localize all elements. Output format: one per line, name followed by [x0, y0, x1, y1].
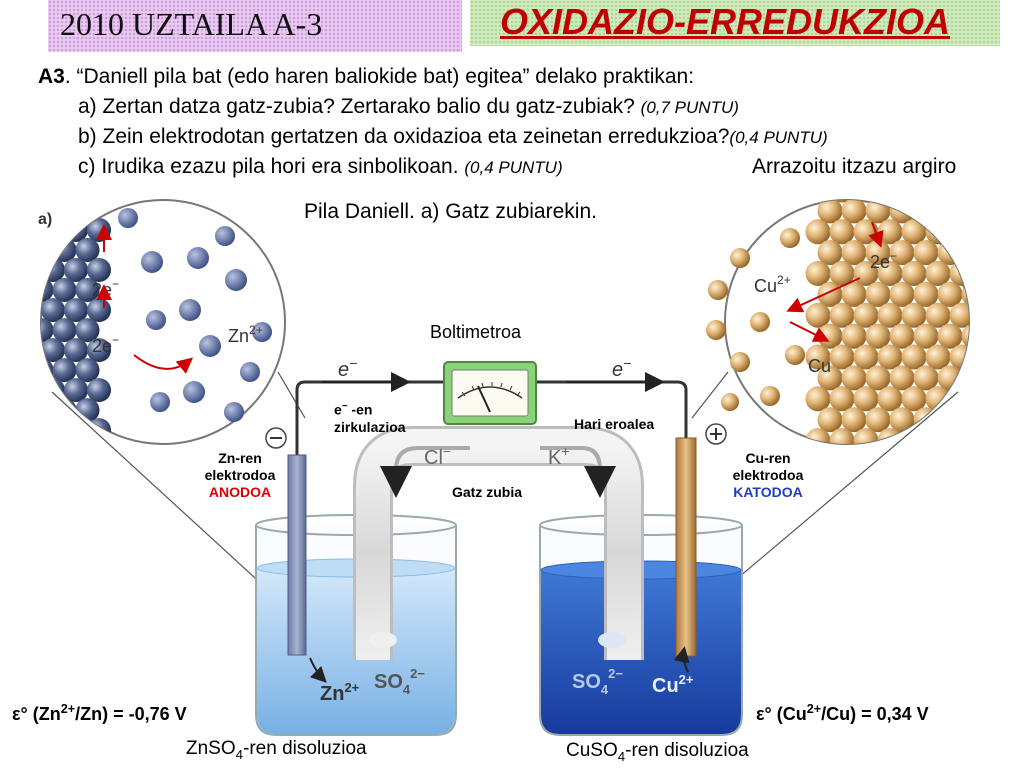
copper-electrode: [675, 437, 697, 657]
anode-sign: [265, 427, 287, 449]
question-b: b) Zein elektrodotan gertatzen da oxidaz…: [78, 125, 828, 148]
question-c: c) Irudika ezazu pila hori era sinboliko…: [78, 155, 563, 178]
cu-potential: ε° (Cu2+/Cu) = 0,34 V: [756, 702, 929, 724]
cathode-sign: [705, 423, 727, 445]
svg-text:Zn2+: Zn2+: [228, 323, 263, 346]
zn-solution-label: ZnSO4-ren disoluzioa: [186, 738, 367, 762]
question-reason: Arrazoitu itzazu argiro: [752, 155, 957, 178]
zn-ion-solution-label: Zn2+: [320, 680, 360, 705]
cu-ion-solution-label: Cu2+: [652, 672, 694, 697]
salt-bridge-label: Gatz zubia: [452, 484, 523, 500]
copper-zoom-circle: Cu2+ 2e− Cu: [706, 199, 970, 445]
zinc-zoom-circle: 2e− 2e− Zn2+ a): [38, 199, 286, 445]
electron-circulation-label: e− -en zirkulazioa: [334, 401, 406, 435]
zinc-electrode-label: Zn-ren elektrodoa ANODOA: [204, 450, 276, 500]
figure-caption: Pila Daniell. a) Gatz zubiarekin.: [304, 200, 597, 223]
topic-title: OXIDAZIO-ERREDUKZIOA: [500, 1, 950, 42]
wire-label: Hari eroalea: [574, 416, 655, 432]
svg-text:e−: e−: [612, 355, 631, 381]
copper-electrode-label: Cu-ren elektrodoa KATODOA: [732, 450, 804, 500]
question-intro: A3. “Daniell pila bat (edo haren balioki…: [38, 65, 695, 88]
svg-text:Cu: Cu: [808, 356, 831, 376]
svg-text:e−: e−: [338, 355, 357, 381]
svg-text:Cu2+: Cu2+: [754, 273, 791, 296]
external-circuit: e− e−: [295, 355, 688, 510]
svg-text:2e−: 2e−: [92, 333, 119, 356]
exam-header: 2010 UZTAILA A-3: [48, 0, 462, 52]
exam-title: 2010 UZTAILA A-3: [60, 6, 323, 42]
zn-potential: ε° (Zn2+/Zn) = -0,76 V: [12, 702, 187, 724]
svg-text:2e−: 2e−: [870, 249, 897, 272]
salt-bridge: [353, 426, 644, 660]
sulfate-left-label: SO42−: [374, 666, 425, 697]
cu-solution-label: CuSO4-ren disoluzioa: [566, 740, 749, 764]
sulfate-right-label: SO42−: [572, 666, 623, 697]
zinc-electrode: [287, 454, 307, 656]
potassium-label: K+: [548, 443, 570, 469]
voltmeter-label: Boltimetroa: [430, 322, 522, 342]
topic-header: OXIDAZIO-ERREDUKZIOA: [470, 0, 1000, 46]
svg-text:a): a): [38, 211, 52, 228]
question-a: a) Zertan datza gatz-zubia? Zertarako ba…: [78, 95, 739, 118]
chloride-label: Cl−: [424, 443, 451, 469]
voltmeter: [443, 361, 537, 425]
